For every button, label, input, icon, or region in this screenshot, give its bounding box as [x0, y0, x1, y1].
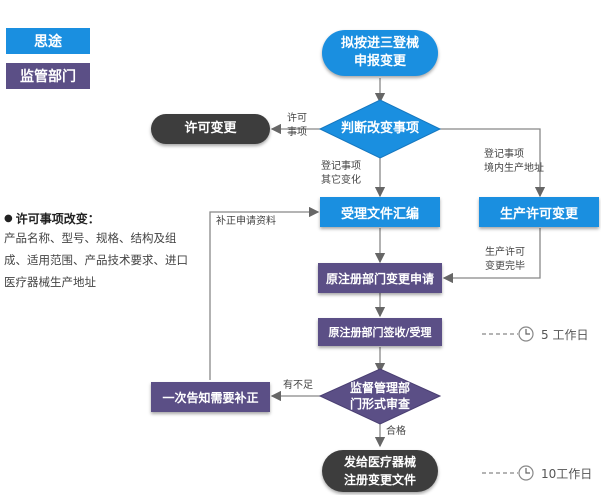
label-production-done: 生产许可 变更完毕 [485, 247, 525, 272]
node-permit-change: 许可变更 [151, 114, 270, 144]
node-notify: 一次告知需要补正 [151, 382, 270, 412]
node-production-change: 生产许可变更 [479, 197, 599, 227]
label-registration-domestic: 登记事项 境内生产地址 [484, 149, 544, 174]
label-registration-other: 登记事项 其它变化 [321, 161, 361, 186]
timeline-day-2: 10工作日 [541, 467, 593, 481]
node-accept-docs: 受理文件汇编 [320, 197, 440, 227]
edge-judge-production [438, 128, 546, 198]
diamond-judge [318, 99, 442, 159]
note-title: 许可事项改变： [15, 212, 100, 226]
label-supplement: 补正申请资料 [216, 216, 276, 227]
node-review: 监督管理部 门形式审查 [349, 381, 410, 411]
legend-simtu: 思途 [6, 28, 90, 54]
note: ● 许可事项改变： 产品名称、型号、规格、结构及组成、适用范围、产品技术要求、进… [4, 210, 194, 293]
note-body: 产品名称、型号、规格、结构及组成、适用范围、产品技术要求、进口医疗器械生产地址 [4, 231, 188, 289]
edge-production-apply [442, 228, 541, 284]
label-qualified: 合格 [386, 426, 406, 437]
label-insufficient: 有不足 [283, 380, 313, 391]
legend-regulator: 监管部门 [6, 63, 90, 89]
bullet-icon: ● [4, 213, 13, 224]
node-judge: 判断改变事项 [340, 121, 419, 136]
timeline-day-1: 5 工作日 [541, 328, 589, 342]
edge-notify-accept [209, 206, 320, 380]
label-permit: 许可 事项 [287, 113, 307, 138]
node-sign: 原注册部门签收/受理 [318, 318, 442, 346]
node-start: 拟按进三登械 申报变更 [322, 30, 438, 76]
node-apply: 原注册部门变更申请 [318, 263, 442, 293]
node-issue: 发给医疗器械 注册变更文件 [322, 450, 438, 492]
diamond-review [318, 368, 442, 425]
